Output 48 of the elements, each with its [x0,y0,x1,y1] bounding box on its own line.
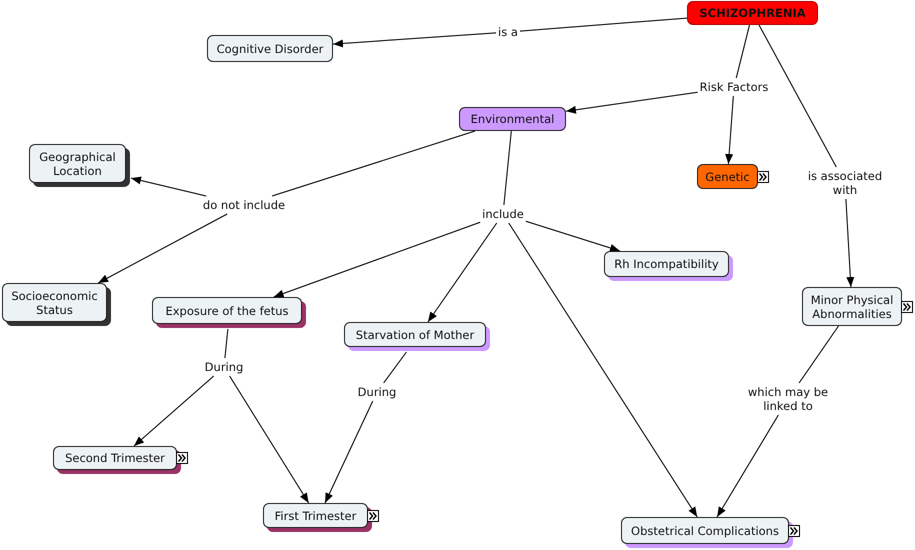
concept-label: First Trimester [274,508,356,522]
concept-label: Minor Physical Abnormalities [810,292,894,320]
concept-box [207,35,333,62]
linking-phrase: which may be linked to [742,385,834,413]
linking-phrase: is a [498,25,518,39]
arrow [332,32,497,48]
arrow [725,96,734,164]
connector-line [798,326,839,384]
concept-label: Genetic [705,170,750,184]
linking-phrase: do not include [202,198,286,212]
arrow [508,222,698,518]
concept-label: SCHIZOPHRENIA [699,6,806,20]
concept-box [687,1,818,25]
concept-label: Environmental [470,112,554,126]
concept-label: Rh Incompatibility [614,257,719,271]
arrow [134,376,214,446]
connector-line [503,130,512,206]
connector-line [736,24,750,78]
arrow [525,220,620,252]
connector-line [758,24,837,168]
arrow [98,214,228,284]
arrow [273,222,481,298]
arrow [845,198,854,288]
arrow [716,414,779,518]
concept-box [697,164,758,189]
arrow [566,92,698,114]
concept-label: Socioeconomic Status [10,288,99,316]
concept-label: Cognitive Disorder [216,42,324,56]
arrow [324,400,374,504]
concept-box [802,287,902,326]
linking-phrase: Risk Factors [700,80,768,94]
connector-line [519,18,688,32]
arrow [130,176,207,196]
linking-phrase: include [482,207,524,221]
linking-phrase: During [204,360,244,374]
arrow [229,376,310,504]
linking-phrase: is associated with [799,169,891,197]
concept-label: Exposure of the fetus [165,304,289,318]
concept-label: Obstetrical Complications [631,524,779,538]
concept-label: Starvation of Mother [356,328,474,342]
connector-line [224,328,228,358]
connector-line [272,130,476,196]
concept-label: Geographical Location [38,150,117,178]
concept-label: Second Trimester [65,451,165,465]
arrow [427,222,498,322]
connector-line [383,352,407,384]
linking-phrase: During [358,385,396,399]
concept-box [459,107,566,131]
